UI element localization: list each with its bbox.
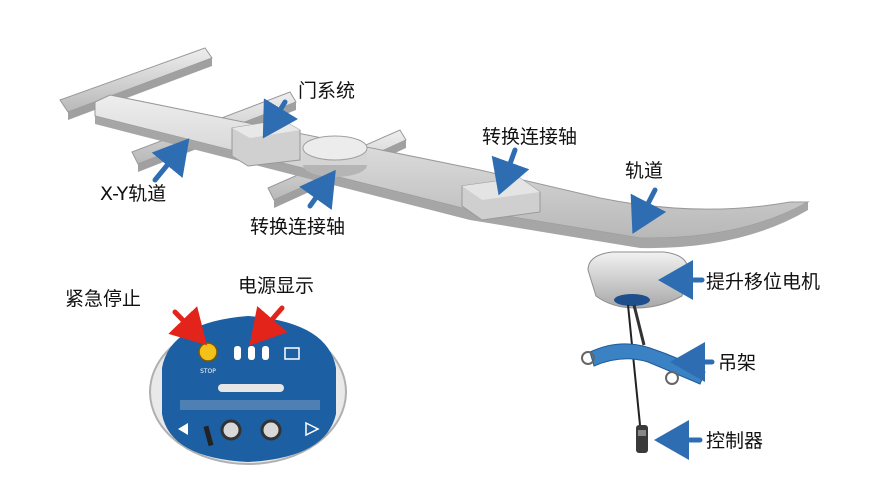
label-track: 轨道 bbox=[625, 160, 663, 182]
book-icon bbox=[284, 347, 300, 360]
red-arrows bbox=[168, 305, 288, 346]
arrow-track bbox=[630, 187, 667, 234]
control-panel: STOP bbox=[149, 316, 347, 465]
lift-cord bbox=[627, 304, 641, 426]
arrow-emergency-stop bbox=[168, 306, 207, 346]
label-power-display: 电源显示 bbox=[238, 275, 314, 297]
leader-arrows bbox=[151, 98, 715, 460]
stop-text: STOP bbox=[200, 368, 216, 375]
door-system-block bbox=[231, 119, 301, 167]
arrow-power-display bbox=[249, 305, 288, 346]
label-lift-motor: 提升移位电机 bbox=[706, 271, 820, 293]
label-xy-track: X-Y轨道 bbox=[100, 183, 166, 205]
power-led-icon bbox=[248, 346, 255, 360]
emergency-stop-button: STOP bbox=[198, 342, 218, 375]
socket-icon bbox=[220, 419, 242, 441]
main-track bbox=[94, 94, 810, 249]
arrow-door-system bbox=[262, 98, 299, 139]
power-led-icon bbox=[234, 346, 241, 360]
arrow-transfer-right bbox=[491, 147, 530, 196]
label-door-system: 门系统 bbox=[298, 80, 355, 102]
label-transfer-axis-right: 转换连接轴 bbox=[482, 126, 577, 148]
label-sling-bar: 吊架 bbox=[718, 352, 756, 374]
socket-icon bbox=[260, 419, 282, 441]
label-controller: 控制器 bbox=[706, 430, 763, 452]
power-display bbox=[234, 346, 269, 360]
power-led-icon bbox=[262, 346, 269, 360]
transfer-connector-left bbox=[302, 135, 368, 177]
emergency-stop-icon bbox=[198, 342, 218, 362]
hand-controller bbox=[636, 425, 648, 453]
left-arrow-icon bbox=[178, 423, 188, 435]
arrow-transfer-left bbox=[299, 169, 336, 210]
label-emergency-stop: 紧急停止 bbox=[65, 288, 141, 310]
right-arrow-icon bbox=[305, 421, 320, 437]
label-transfer-axis-left: 转换连接轴 bbox=[250, 216, 345, 238]
arrow-xy-track bbox=[151, 138, 190, 183]
